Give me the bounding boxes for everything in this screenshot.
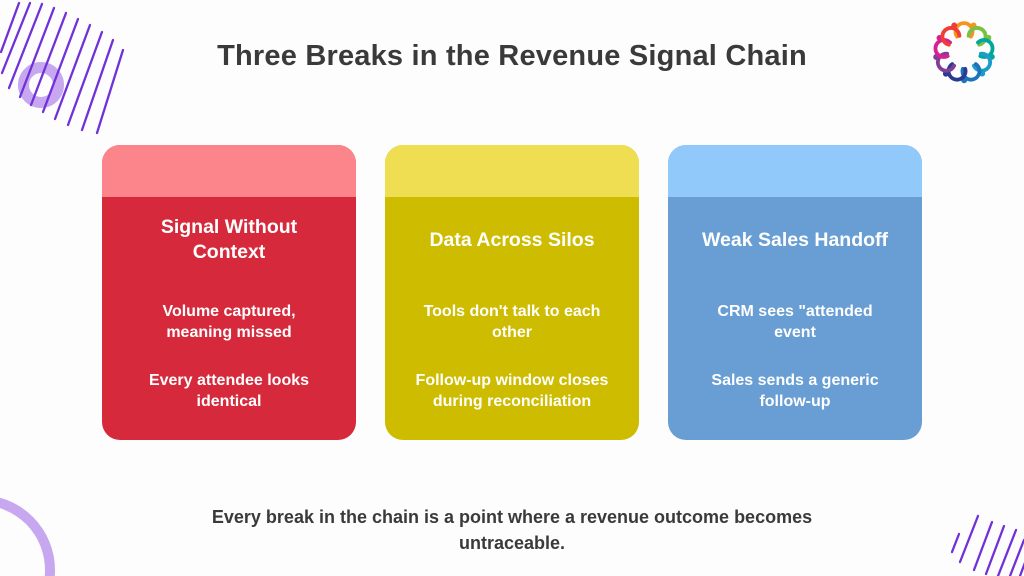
card-signal-without-context: Signal Without Context Volume captured, …: [102, 145, 356, 440]
card-header-band: [385, 145, 639, 197]
card-title: Data Across Silos: [429, 228, 595, 251]
card-point: Sales sends a generic follow-up: [711, 372, 879, 411]
page-title: Three Breaks in the Revenue Signal Chain: [217, 40, 807, 72]
cards-row: Signal Without Context Volume captured, …: [0, 145, 1024, 440]
card-weak-sales-handoff: Weak Sales Handoff CRM sees "attended ev…: [668, 145, 922, 440]
card-content: Signal Without Context Volume captured, …: [102, 197, 356, 440]
card-header-band: [102, 145, 356, 197]
card-point: Follow-up window closes during reconcili…: [415, 372, 609, 411]
community-logo: [930, 18, 998, 86]
card-title: Weak Sales Handoff: [701, 228, 889, 251]
card-data-across-silos: Data Across Silos Tools don't talk to ea…: [385, 145, 639, 440]
card-content: Data Across Silos Tools don't talk to ea…: [385, 197, 639, 440]
community-logo-icon: [933, 21, 995, 84]
card-point: CRM sees "attended event: [717, 303, 873, 342]
card-point: Volume captured, meaning missed: [162, 303, 296, 342]
card-title: Signal Without Context: [160, 216, 298, 263]
card-point: Every attendee looks identical: [148, 372, 310, 411]
card-point: Tools don't talk to each other: [423, 303, 601, 342]
footer-takeaway: Every break in the chain is a point wher…: [211, 507, 813, 553]
card-header-band: [668, 145, 922, 197]
card-content: Weak Sales Handoff CRM sees "attended ev…: [668, 197, 922, 440]
